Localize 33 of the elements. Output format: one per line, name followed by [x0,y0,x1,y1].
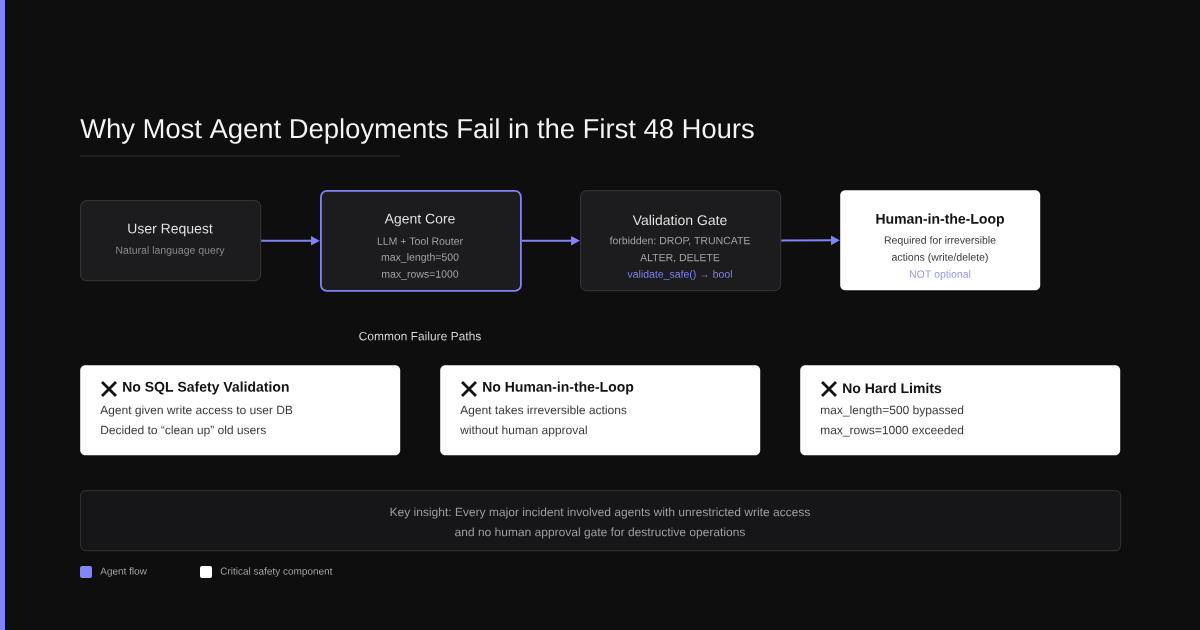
failure-card [800,365,1121,456]
title: Why Most Agent Deployments Fail in the First 48 Hours [80,118,754,144]
section-label: Common Failure Paths [359,331,481,341]
box-title: User Request [128,223,213,237]
note-box [80,490,1122,552]
card-text: Decided to “clean up” old users [101,425,266,437]
legend-label: Agent flow [100,567,147,577]
card-text: Agent given write access to user DB [100,405,293,417]
card-text: Agent takes irreversible actions without human approval [460,405,627,437]
code-text: validate_safe() → bool [627,270,732,280]
box-text: forbidden: DROP, TRUNCATE ALTER, DELETE [609,236,750,263]
box-title: Human-in-the-Loop [876,213,1004,227]
card-text: max_length=500 bypassed [821,405,964,417]
process-box [840,190,1041,291]
card-title: No Human-in-the-Loop [483,381,634,395]
note-text: Key insight: Every major incident involved agents with unrestricted write access and no human approval gate for destructive operations [390,507,810,539]
process-box [320,190,522,292]
card-text: max_rows=1000 exceeded [821,425,964,437]
box-text: Natural language query [116,246,225,256]
box-text: NOT optional [909,270,971,280]
failure-card [80,365,401,456]
box-text: max_length=500 [381,253,459,263]
process-box [580,190,782,292]
failure-card [440,365,761,456]
box-title: Validation Gate [632,214,727,226]
box-text: LLM + Tool Router [377,237,463,245]
legend-label: Critical safety component [220,567,333,577]
box-title: Agent Core [384,213,455,227]
box-text: Required for irreversible actions (write/delete) [884,236,996,263]
box-text: max_rows=1000 [382,270,459,280]
process-box [80,200,262,282]
card-title: No Hard Limits [843,382,942,394]
card-title: No SQL Safety Validation [123,381,289,395]
